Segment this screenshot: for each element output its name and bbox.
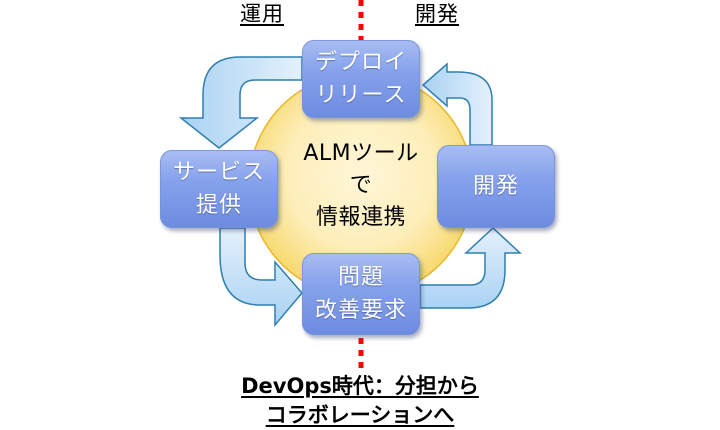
center-line-1: ALMツール — [303, 141, 419, 166]
deploy-line-2: リリース — [315, 83, 407, 108]
development-box: 開発 — [437, 145, 555, 228]
problem-improvement-box: 問題 改善要求 — [302, 253, 420, 335]
service-line-1: サービス — [172, 160, 265, 185]
service-provision-box: サービス 提供 — [160, 150, 278, 228]
operations-header: 運用 — [240, 2, 284, 26]
footer-caption-line-1: DevOps時代：分担から — [241, 374, 479, 398]
footer-caption-line-2: コラボレーションへ — [265, 403, 455, 427]
deploy-line-1: デプロイ — [314, 50, 407, 75]
problem-line-1: 問題 — [337, 265, 384, 290]
arrow-problem-to-dev — [419, 226, 522, 309]
service-line-2: 提供 — [195, 193, 242, 218]
arrow-service-to-problem — [219, 227, 303, 328]
deploy-release-box: デプロイ リリース — [302, 40, 420, 118]
development-line-1: 開発 — [472, 174, 519, 199]
development-header: 開発 — [415, 2, 459, 26]
center-line-3: 情報連携 — [315, 205, 406, 230]
problem-line-2: 改善要求 — [314, 298, 407, 323]
arrow-deploy-to-service — [178, 56, 303, 149]
arrow-dev-to-deploy — [421, 62, 493, 146]
center-line-2: で — [349, 173, 373, 198]
alm-tool-label: ALMツール で 情報連携 — [276, 138, 446, 234]
